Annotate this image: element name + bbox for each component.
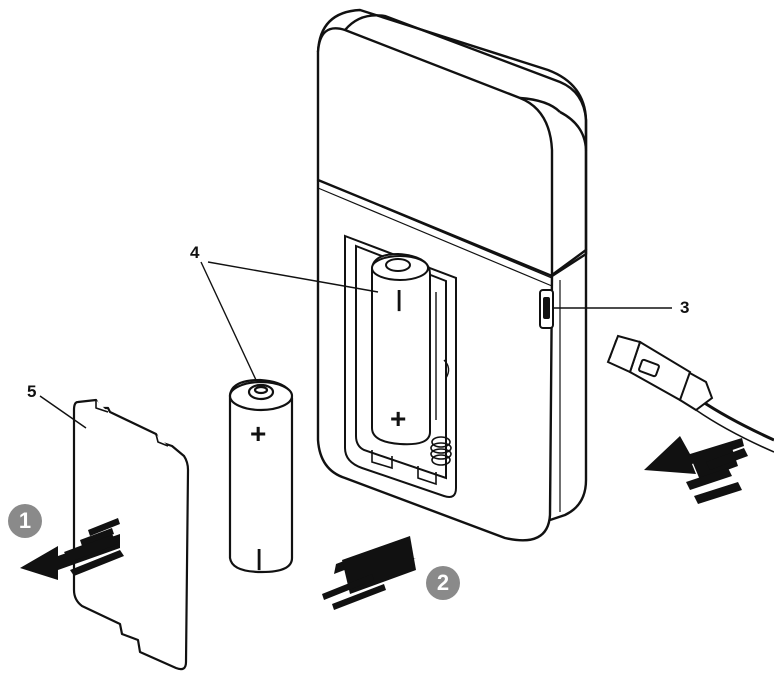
loose-battery — [230, 380, 292, 572]
step-badge-remove-cover: 1 — [8, 504, 42, 538]
loose-battery-minus: | — [256, 545, 262, 570]
arrow-plug-cable — [644, 436, 748, 504]
callout-battery-cover: 5 — [27, 383, 36, 400]
arrow-insert-batteries — [322, 536, 416, 610]
loose-battery-plus: + — [250, 418, 266, 449]
usb-port — [540, 290, 553, 328]
installed-battery-minus: | — [396, 286, 402, 311]
installed-battery-plus: + — [390, 403, 406, 434]
callout-usb-port: 3 — [680, 299, 689, 316]
usb-cable — [608, 336, 774, 452]
step-badge-insert-batteries: 2 — [426, 566, 460, 600]
callout-batteries: 4 — [190, 244, 199, 261]
